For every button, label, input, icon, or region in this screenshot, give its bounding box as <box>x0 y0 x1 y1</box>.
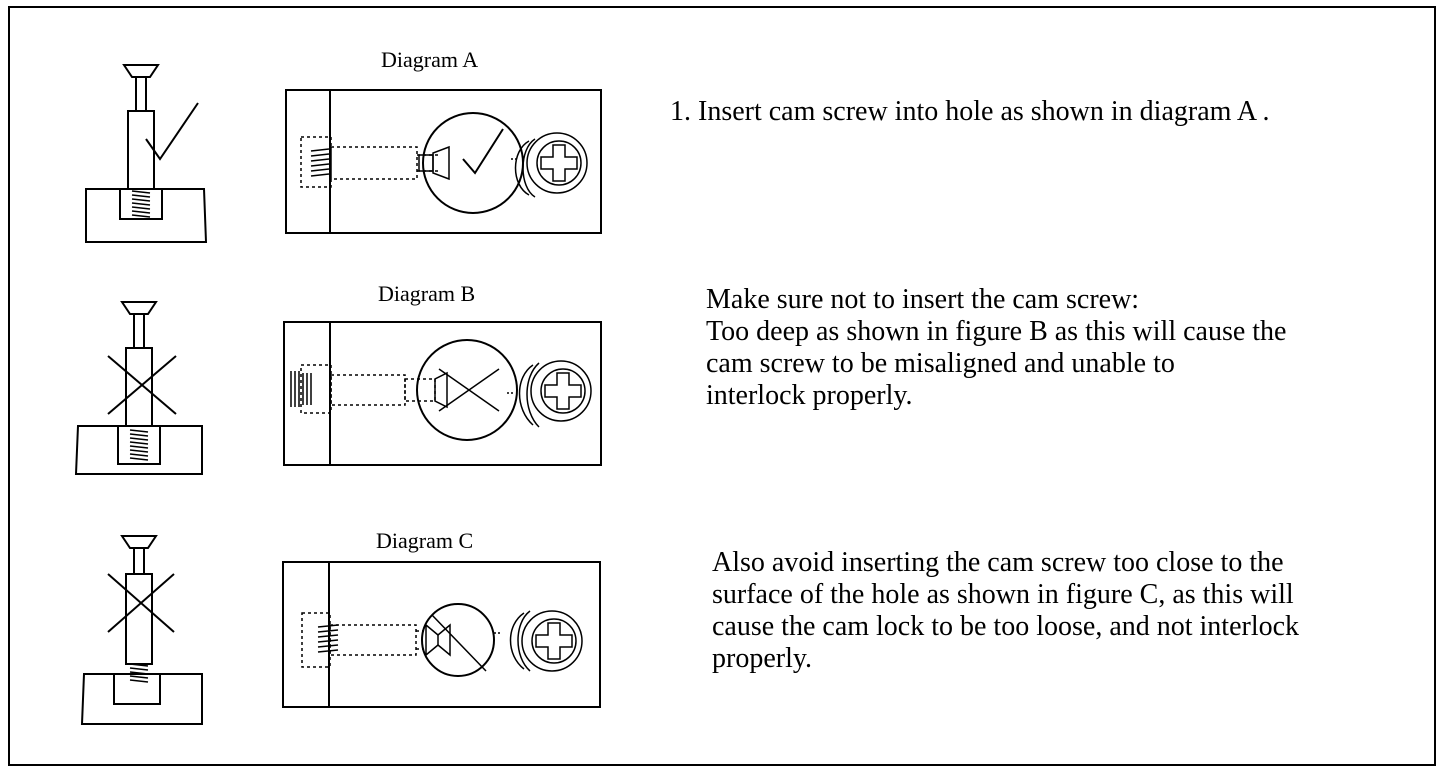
instruction-line: interlock properly. <box>706 380 913 411</box>
instruction-line: Also avoid inserting the cam screw too c… <box>712 547 1284 578</box>
instruction-line: 1. Insert cam screw into hole as shown i… <box>670 96 1270 127</box>
diagram-b-caption: Diagram B <box>378 281 476 306</box>
cross-mark-icon <box>107 573 175 633</box>
cross-mark-icon <box>438 368 500 412</box>
instruction-line: cause the cam lock to be too loose, and … <box>712 611 1300 642</box>
cam-screw-side-view-a <box>85 64 208 243</box>
diagram-a-caption: Diagram A <box>381 47 479 72</box>
instruction-line: surface of the hole as shown in figure C… <box>712 579 1294 610</box>
cross-mark-icon <box>431 614 487 672</box>
cross-mark-icon <box>107 355 177 415</box>
instruction-line: Too deep as shown in figure B as this wi… <box>706 316 1287 347</box>
cam-screw-side-view-c <box>80 535 203 725</box>
instruction-text-c: Also avoid inserting the cam screw too c… <box>712 547 1299 675</box>
instruction-line: properly. <box>712 643 813 674</box>
instruction-text-b: Make sure not to insert the cam screw: T… <box>706 284 1286 412</box>
instruction-text-a: 1. Insert cam screw into hole as shown i… <box>670 96 1270 128</box>
instruction-line: cam screw to be misaligned and unable to <box>706 348 1175 379</box>
cam-lock-diagram-c <box>282 561 601 708</box>
check-mark-icon <box>145 102 199 161</box>
instruction-line: Make sure not to insert the cam screw: <box>706 284 1140 315</box>
cam-screw-side-view-b <box>74 301 203 475</box>
check-mark-icon <box>462 128 504 175</box>
cam-lock-diagram-a <box>285 89 602 234</box>
cam-lock-diagram-b <box>283 321 602 466</box>
diagram-c-caption: Diagram C <box>376 528 474 553</box>
